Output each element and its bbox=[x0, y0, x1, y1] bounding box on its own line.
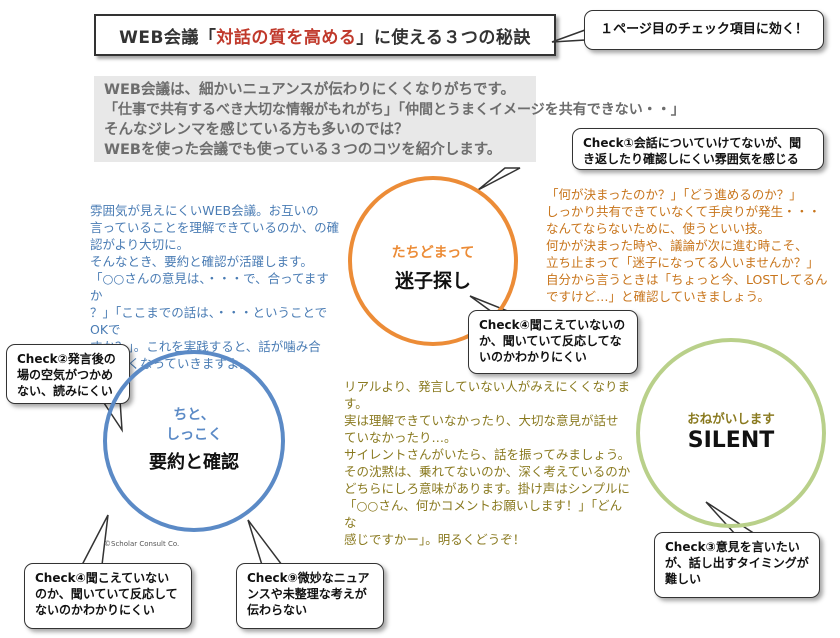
top-callout: １ページ目のチェック項目に効く！ bbox=[584, 10, 824, 50]
olive-line: 感じですかー」。明るくどうぞ！ bbox=[344, 532, 526, 547]
intro-line: そんなジレンマを感じている方も多いのでは？ bbox=[104, 122, 409, 138]
green-circle: おねがいします SILENT bbox=[636, 338, 826, 528]
orange-description: 「何が決まったのか？」「どう進めるのか？」 しっかり共有できていなくて手戻りが発… bbox=[546, 186, 836, 305]
check9-callout: Check⑨微妙なニュアンスや未整理な考えが伝わらない bbox=[236, 563, 384, 629]
olive-line: リアルより、発言していない人がみえにくくなります。 bbox=[344, 379, 631, 411]
blue-circle-sub1: ちと、 bbox=[173, 407, 215, 423]
blue-circle: ちと、 しっこく 要約と確認 bbox=[103, 350, 285, 532]
green-circle-main: SILENT bbox=[687, 428, 775, 453]
intro-box: WEB会議は、細かいニュアンスが伝わりにくくなりがちです。 「仕事で共有するべき… bbox=[94, 76, 685, 162]
check4-bottom-text: Check④聞こえていないのか、聞いていて反応してないのかわかりにくい bbox=[35, 571, 178, 617]
blue-line: 雰囲気が見えにくいWEB会議。お互いの bbox=[90, 203, 319, 218]
orange-circle: たちどまって 迷子探し bbox=[348, 176, 518, 346]
orange-line: なんてならないために、使うといい技。 bbox=[546, 221, 771, 236]
orange-line: 「何が決まったのか？」「どう進めるのか？」 bbox=[546, 187, 802, 202]
check2-callout: Check②発言後の場の空気がつかめない、読みにくい bbox=[6, 344, 130, 404]
olive-line: サイレントさんがいたら、話を振ってみましょう。 bbox=[344, 447, 631, 462]
blue-circle-sub2: しっこく bbox=[166, 427, 222, 443]
blue-line: すか？」。これを実践すると、話が噛み合 bbox=[90, 339, 321, 354]
orange-line: しっかり共有できていなくて手戻りが発生・・・ bbox=[546, 204, 821, 219]
blue-circle-main: 要約と確認 bbox=[149, 452, 239, 473]
check1-text: Check①会話についていけてないが、聞き返したり確認しにくい雰囲気を感じる bbox=[583, 136, 802, 166]
check1-callout: Check①会話についていけてないが、聞き返したり確認しにくい雰囲気を感じる bbox=[572, 128, 824, 170]
olive-line: 「○○さん、何かコメントお願いします！」「どんな bbox=[344, 498, 623, 530]
check4-top-callout: Check④聞こえていないのか、聞いていて反応してないのかわかりにくい bbox=[468, 310, 638, 374]
title-accent: 対話の質を高める bbox=[216, 27, 357, 48]
intro-line: WEBを使った会議でも使っている３つのコツを紹介します。 bbox=[104, 142, 502, 158]
top-callout-text: １ページ目のチェック項目に効く！ bbox=[600, 22, 808, 37]
intro-line: 「仕事で共有するべき大切な情報がもれがち」「仲間とうまくイメージを共有できない・… bbox=[104, 102, 685, 118]
check3-callout: Check③意見を言いたいが、話し出すタイミングが難しい bbox=[654, 532, 820, 598]
check4-bottom-callout: Check④聞こえていないのか、聞いていて反応してないのかわかりにくい bbox=[24, 563, 192, 629]
check2-text: Check②発言後の場の空気がつかめない、読みにくい bbox=[17, 352, 116, 398]
check9-text: Check⑨微妙なニュアンスや未整理な考えが伝わらない bbox=[247, 571, 370, 617]
blue-line: 言っていることを理解できているのか、の確 bbox=[90, 220, 340, 235]
title-suffix: 」に使える３つの秘訣 bbox=[356, 27, 531, 48]
blue-line: 認がより大切に。 bbox=[90, 237, 190, 252]
olive-line: どちらにしろ意味があります。掛け声はシンプルに bbox=[344, 481, 630, 496]
title-prefix: WEB会議「 bbox=[119, 27, 217, 48]
orange-line: 立ち止まって「迷子になってる人いませんか？」 bbox=[546, 255, 819, 270]
blue-line: ？」「ここまでの話は、・・・ということでOKで bbox=[90, 305, 328, 337]
orange-line: ですけど…」と確認していきましょう。 bbox=[546, 289, 770, 304]
orange-line: 何かが決まった時や、議論が次に進む時こそ、 bbox=[546, 238, 808, 253]
credit-text: ©Scholar Consult Co. bbox=[104, 540, 180, 548]
blue-line: そんなとき、要約と確認が活躍します。 bbox=[90, 254, 313, 269]
check4-top-text: Check④聞こえていないのか、聞いていて反応してないのかわかりにくい bbox=[479, 318, 626, 364]
olive-line: その沈黙は、乗れてないのか、深く考えているのか bbox=[344, 464, 631, 479]
orange-line: 自分から言うときは「ちょっと今、LOSTしてるん bbox=[546, 272, 828, 287]
intro-line: WEB会議は、細かいニュアンスが伝わりにくくなりがちです。 bbox=[104, 82, 516, 98]
page-title: WEB会議「対話の質を高める」に使える３つの秘訣 bbox=[94, 14, 556, 56]
olive-line: 実は理解できていなかったり、大切な意見が話せ bbox=[344, 413, 619, 428]
orange-circle-main: 迷子探し bbox=[394, 270, 471, 292]
check3-text: Check③意見を言いたいが、話し出すタイミングが難しい bbox=[665, 540, 809, 586]
green-circle-sub: おねがいします bbox=[687, 411, 775, 426]
orange-circle-sub: たちどまって bbox=[391, 245, 475, 261]
olive-description: リアルより、発言していない人がみえにくくなります。 実は理解できていなかったり、… bbox=[344, 378, 634, 548]
blue-line: 「○○さんの意見は、・・・で、合ってますか bbox=[90, 271, 329, 303]
olive-line: ていなかったり…。 bbox=[344, 430, 457, 445]
